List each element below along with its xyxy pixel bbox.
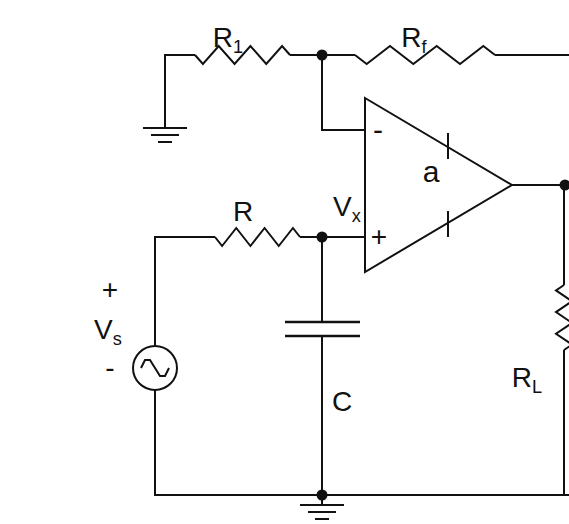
resistor-symbol bbox=[215, 228, 300, 246]
opamp-triangle bbox=[365, 98, 512, 272]
junction-dot bbox=[317, 490, 328, 501]
capacitor-plate bbox=[285, 321, 360, 324]
component-label: C bbox=[332, 388, 352, 416]
label-main: R bbox=[512, 362, 532, 393]
label-subscript: f bbox=[422, 37, 427, 57]
ground-symbol bbox=[300, 504, 344, 506]
ground-symbol bbox=[143, 127, 187, 129]
label-main: V bbox=[333, 191, 352, 222]
ground-symbol bbox=[151, 134, 179, 136]
junction-dot bbox=[317, 50, 328, 61]
ground-symbol bbox=[158, 141, 172, 143]
wire bbox=[165, 55, 195, 128]
wire bbox=[321, 237, 323, 322]
opamp-text: - bbox=[373, 115, 383, 145]
component-label: Vx bbox=[333, 193, 361, 221]
label-main: V bbox=[94, 314, 113, 345]
junction-dot bbox=[560, 180, 569, 191]
wire bbox=[155, 237, 215, 346]
label-subscript: 1 bbox=[233, 37, 243, 57]
opamp-text: a bbox=[423, 157, 440, 187]
junction-dot bbox=[317, 232, 328, 243]
source-sine bbox=[141, 360, 169, 376]
source-symbol bbox=[133, 346, 177, 390]
wire bbox=[563, 185, 565, 285]
wire bbox=[155, 390, 569, 495]
supply-pin bbox=[447, 211, 449, 237]
component-label: Rf bbox=[401, 24, 426, 52]
wire bbox=[300, 236, 365, 238]
label-main: R bbox=[213, 22, 233, 53]
component-label: + bbox=[102, 276, 118, 304]
component-label: - bbox=[105, 354, 114, 382]
label-main: R bbox=[401, 22, 421, 53]
wire bbox=[563, 350, 565, 495]
wire bbox=[321, 336, 323, 505]
label-subscript: s bbox=[113, 329, 122, 349]
label-subscript: x bbox=[352, 206, 361, 226]
ground-symbol bbox=[308, 511, 336, 513]
label-subscript: L bbox=[532, 377, 542, 397]
component-label: R1 bbox=[213, 24, 243, 52]
opamp-node: - + a bbox=[365, 98, 512, 272]
opamp-text: + bbox=[371, 223, 387, 251]
component-label: RL bbox=[512, 364, 542, 392]
ground-symbol bbox=[315, 518, 329, 520]
resistor-symbol bbox=[556, 285, 569, 350]
supply-pin bbox=[447, 133, 449, 159]
wire bbox=[322, 55, 365, 130]
wire bbox=[495, 54, 569, 56]
component-label: Vs bbox=[94, 316, 122, 344]
component-label: R bbox=[233, 198, 253, 226]
